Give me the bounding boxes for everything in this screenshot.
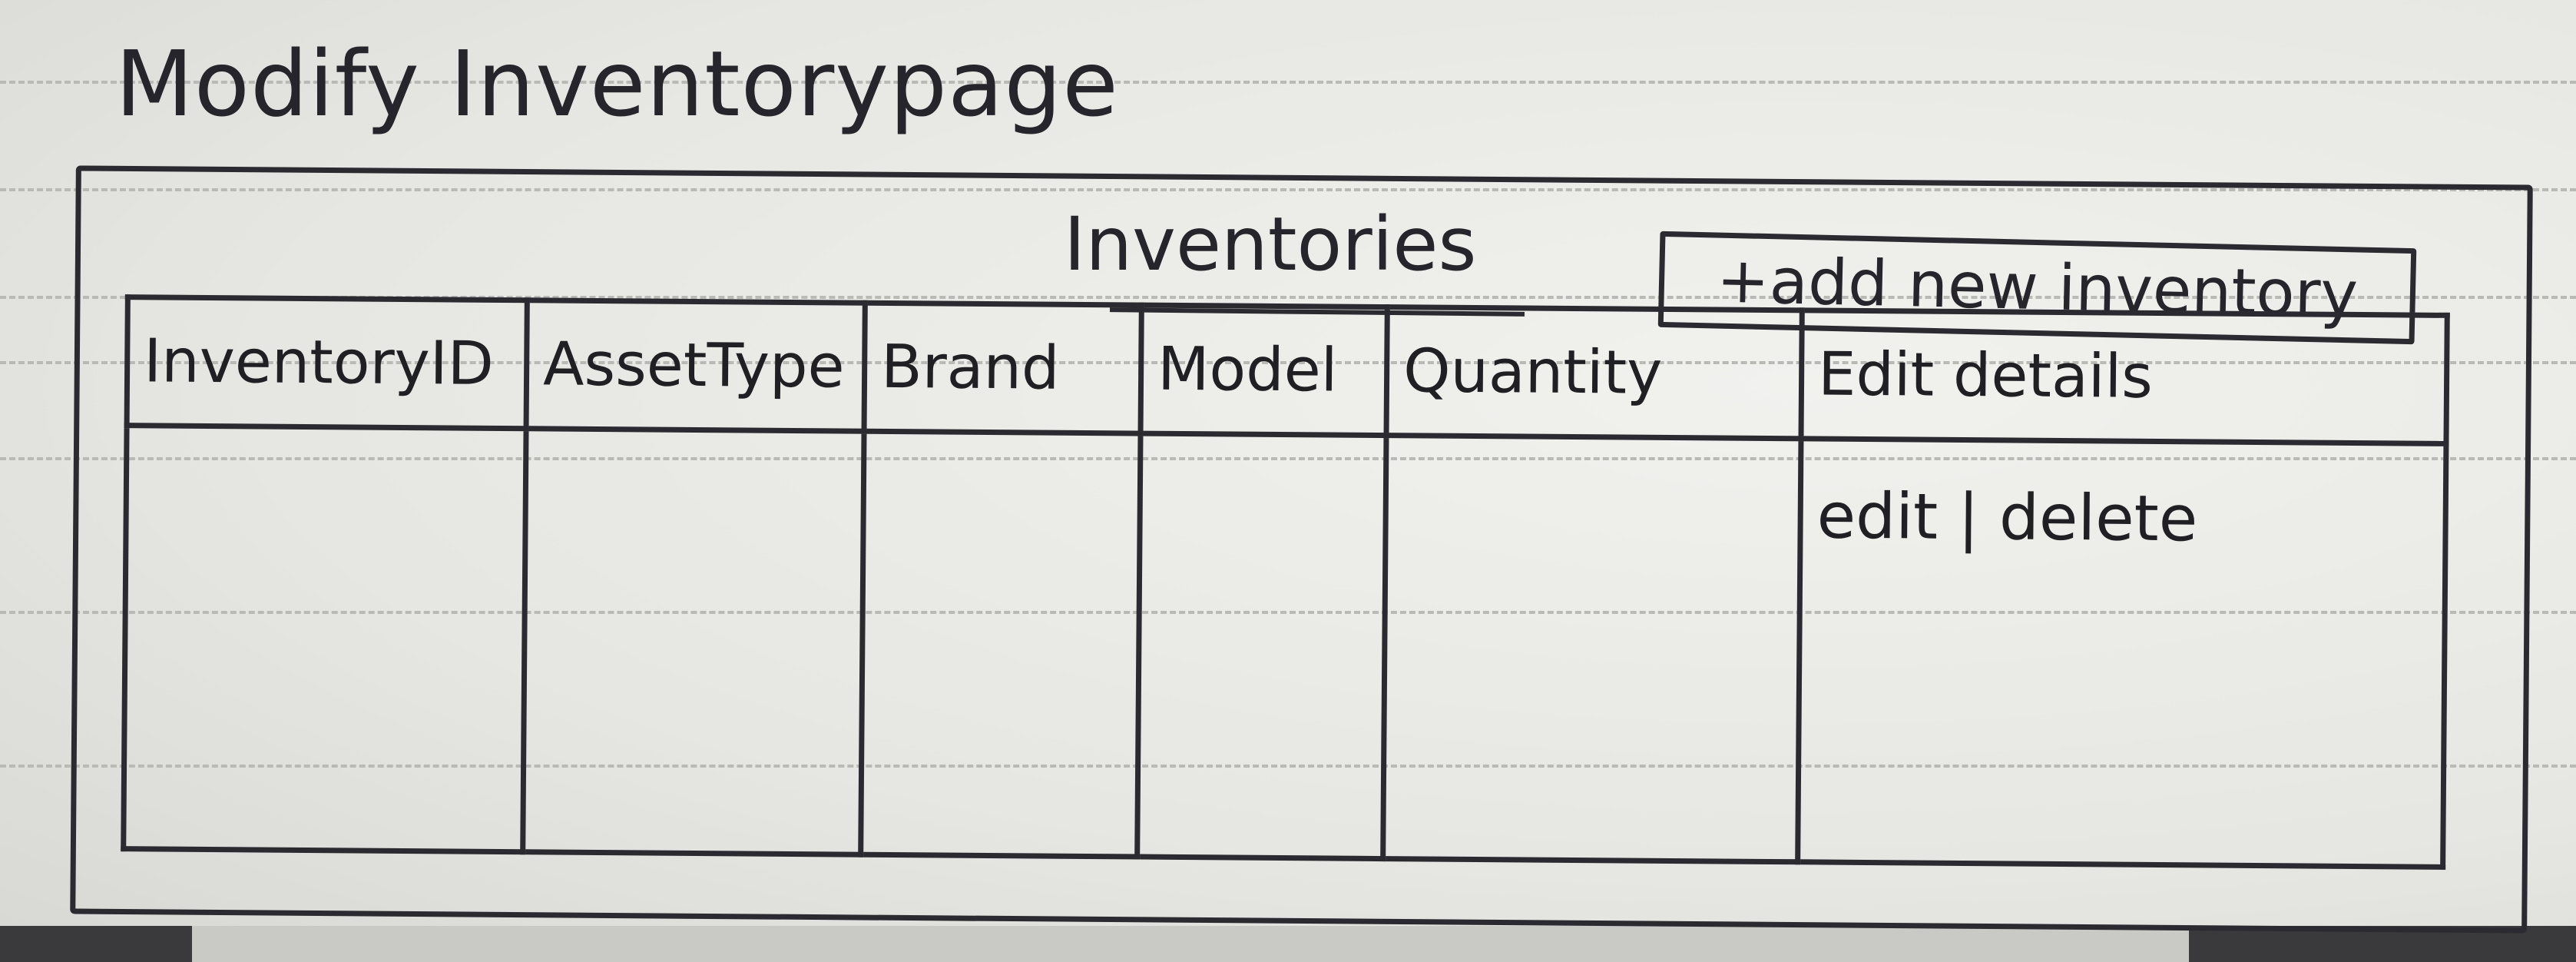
paper-rule	[0, 457, 2576, 460]
table-row: edit | delete	[123, 425, 2446, 867]
cell-model	[1137, 433, 1387, 859]
delete-link[interactable]: delete	[1998, 481, 2198, 556]
inventories-heading: Inventories	[1064, 201, 1477, 287]
column-header-asset-type: AssetType	[526, 300, 866, 432]
cell-quantity	[1382, 435, 1801, 862]
column-header-edit-details: Edit details	[1800, 310, 2448, 444]
column-header-quantity: Quantity	[1386, 307, 1803, 439]
inventory-table-wrap: InventoryID AssetType Brand Model Quanti…	[121, 294, 2450, 870]
paper-rule	[0, 81, 2576, 84]
column-header-brand: Brand	[864, 303, 1142, 434]
table-header-row: InventoryID AssetType Brand Model Quanti…	[127, 297, 2448, 444]
edit-link[interactable]: edit	[1816, 479, 1939, 554]
page-title: Modify Inventorypage	[115, 31, 1119, 137]
sheet-edge	[192, 926, 2189, 962]
paper-rule	[0, 611, 2576, 614]
inventory-table: InventoryID AssetType Brand Model Quanti…	[121, 294, 2450, 870]
cell-brand	[860, 431, 1141, 858]
paper-rule	[0, 188, 2576, 191]
cell-inventory-id	[123, 425, 527, 852]
column-header-inventory-id: InventoryID	[127, 297, 528, 429]
column-header-model: Model	[1141, 305, 1388, 436]
paper-rule	[0, 296, 2576, 299]
cell-actions: edit | delete	[1797, 438, 2446, 867]
paper-rule	[0, 361, 2576, 364]
action-separator: |	[1957, 480, 1980, 555]
cell-asset-type	[522, 428, 865, 855]
paper-rule	[0, 765, 2576, 768]
